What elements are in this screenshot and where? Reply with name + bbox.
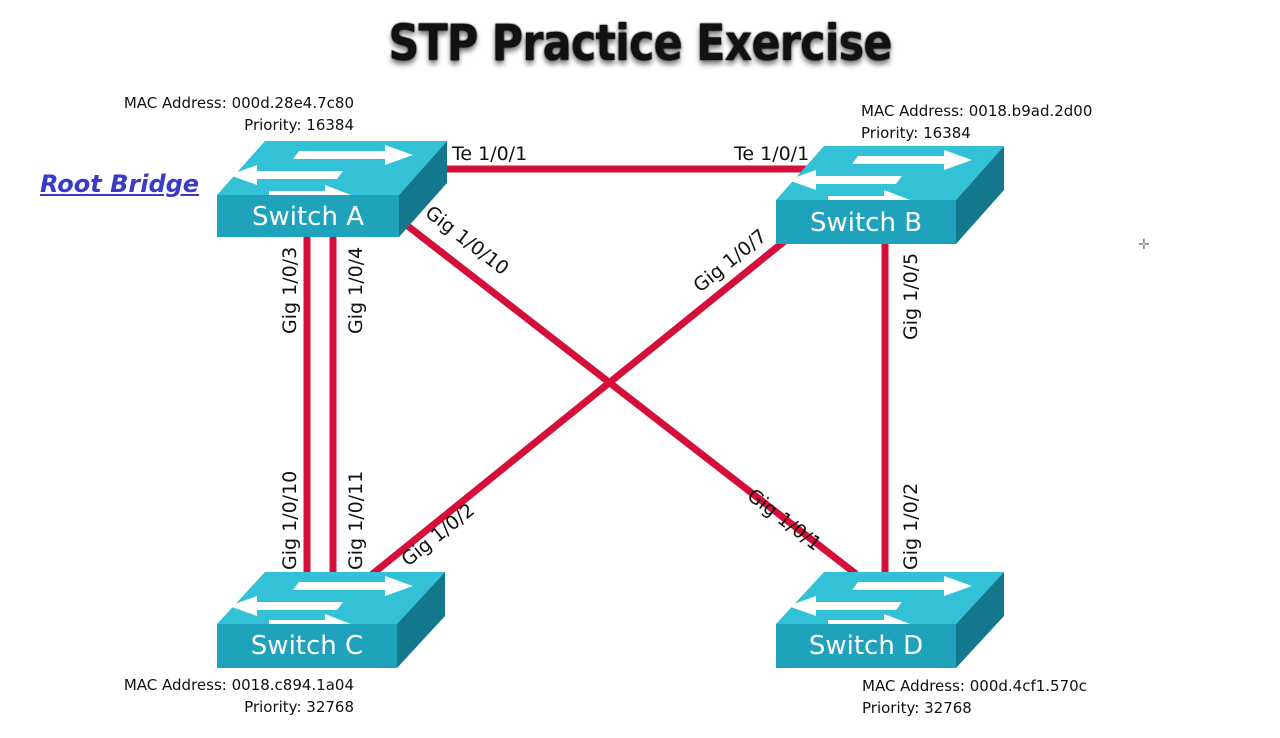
switch-a[interactable]: Switch A <box>217 141 447 237</box>
port-label-ad-d: Gig 1/0/1 <box>743 485 825 556</box>
link-b-c <box>367 237 789 579</box>
crosshair-icon: ✛ <box>1138 237 1150 253</box>
switch-side <box>956 572 1004 668</box>
port-label-ac1-a: Gig 1/0/3 <box>279 247 301 334</box>
switch-d[interactable]: Switch D <box>776 572 1004 668</box>
priority: Priority: 16384 <box>861 124 971 142</box>
switch-front <box>776 200 956 244</box>
mac-address: MAC Address: 0018.c894.1a04 <box>123 676 354 694</box>
port-label-ac2-a: Gig 1/0/4 <box>345 247 367 334</box>
port-label-ab-b: Te 1/0/1 <box>733 143 809 165</box>
switch-front <box>217 624 397 668</box>
port-label-bd-d: Gig 1/0/2 <box>900 483 922 570</box>
switch-c[interactable]: Switch C <box>217 572 445 668</box>
port-label-ab-a: Te 1/0/1 <box>451 143 527 165</box>
switch-b[interactable]: Switch B <box>776 146 1004 244</box>
switch-b-label: Switch B <box>810 208 922 238</box>
mac-address: MAC Address: 000d.28e4.7c80 <box>123 94 354 112</box>
switch-d-label: Switch D <box>809 631 923 661</box>
mac-address: MAC Address: 000d.4cf1.570c <box>862 677 1087 695</box>
link-a-d <box>397 217 859 577</box>
mac-address: MAC Address: 0018.b9ad.2d00 <box>861 102 1093 120</box>
switch-c-info: MAC Address: 0018.c894.1a04 Priority: 32… <box>96 674 354 718</box>
switch-side <box>399 141 447 237</box>
switch-b-info: MAC Address: 0018.b9ad.2d00 Priority: 16… <box>861 100 1092 144</box>
arrows-icon <box>229 145 413 195</box>
port-label-ac1-c: Gig 1/0/10 <box>279 471 301 570</box>
switch-side <box>397 572 445 668</box>
switch-front <box>776 624 956 668</box>
switch-a-label: Switch A <box>252 202 364 232</box>
arrows-icon <box>788 576 972 624</box>
switch-c-label: Switch C <box>251 631 363 661</box>
switch-a-info: MAC Address: 000d.28e4.7c80 Priority: 16… <box>112 92 354 136</box>
page-title: STP Practice Exercise <box>388 14 892 72</box>
priority: Priority: 32768 <box>244 698 354 716</box>
switch-side <box>956 146 1004 244</box>
priority: Priority: 32768 <box>862 699 972 717</box>
port-label-bd-b: Gig 1/0/5 <box>900 253 922 340</box>
arrows-icon <box>229 576 413 624</box>
priority: Priority: 16384 <box>244 116 354 134</box>
switch-front <box>217 195 399 237</box>
arrows-icon <box>788 150 972 200</box>
port-label-ac2-c: Gig 1/0/11 <box>345 471 367 570</box>
root-bridge-label: Root Bridge <box>40 170 200 198</box>
port-label-bc-c: Gig 1/0/2 <box>397 499 479 571</box>
switch-d-info: MAC Address: 000d.4cf1.570c Priority: 32… <box>862 675 1087 719</box>
links <box>303 165 889 579</box>
